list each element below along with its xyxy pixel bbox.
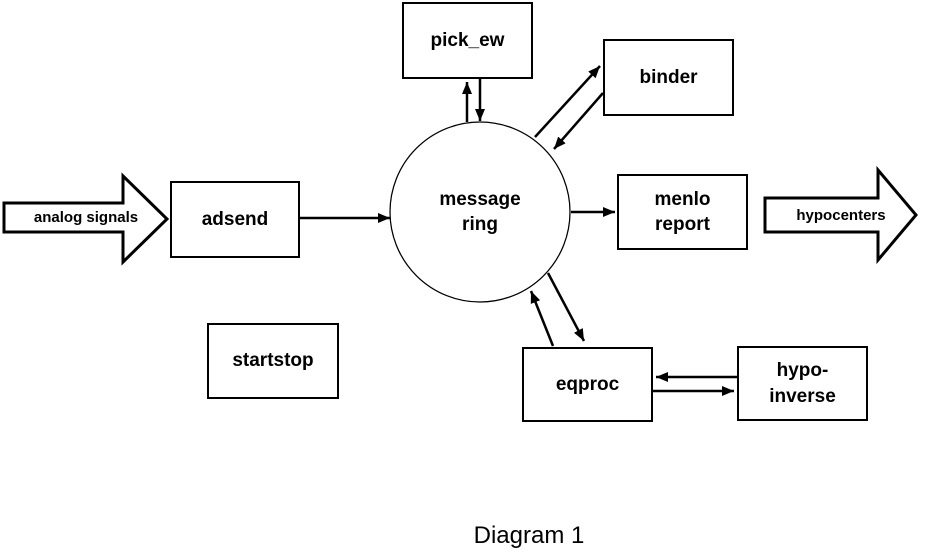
- hypocenters-block-arrow: [763, 165, 918, 265]
- node-hypo-inverse-label: hypo- inverse: [769, 360, 836, 407]
- analog-signals-block-arrow: [2, 172, 170, 266]
- node-adsend-label: adsend: [201, 208, 269, 230]
- node-hypo-inverse: hypo- inverse: [737, 346, 868, 421]
- node-startstop: startstop: [207, 323, 339, 399]
- node-adsend: adsend: [170, 181, 300, 258]
- node-eqproc: eqproc: [522, 347, 653, 422]
- node-binder-label: binder: [639, 66, 698, 88]
- node-startstop-label: startstop: [232, 350, 314, 372]
- edge-ring-to-binder: [534, 65, 601, 138]
- node-eqproc-label: eqproc: [555, 373, 620, 395]
- hypocenters-label: hypocenters: [796, 206, 886, 224]
- node-pick-ew: pick_ew: [402, 2, 533, 79]
- message-ring-label: message ring: [439, 188, 521, 235]
- edge-binder-to-ring: [553, 92, 604, 150]
- edge-ring-to-eqproc: [546, 272, 586, 342]
- analog-signals-label: analog signals: [33, 209, 139, 226]
- message-ring-circle: [389, 121, 571, 303]
- node-pick-ew-label: pick_ew: [430, 29, 505, 51]
- message-ring: message ring: [410, 182, 550, 242]
- diagram-caption: Diagram 1: [473, 522, 585, 549]
- node-menlo-report: menlo report: [617, 174, 748, 250]
- node-binder: binder: [603, 39, 734, 116]
- edge-eqproc-to-ring: [529, 290, 555, 347]
- node-menlo-report-label: menlo report: [654, 188, 711, 235]
